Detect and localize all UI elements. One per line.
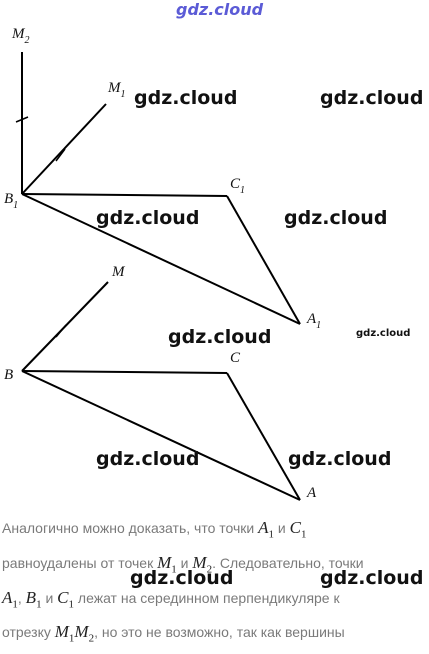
tick-b-m xyxy=(55,324,67,338)
segment-b1-m1 xyxy=(21,103,107,195)
segment-b1-c1 xyxy=(21,193,228,197)
text-line-2: равноудалены от точек M1 и M2. Следовате… xyxy=(2,553,364,576)
segment-b-a xyxy=(21,370,301,501)
label-m: M xyxy=(111,264,126,280)
label-m1: M1 xyxy=(107,80,126,100)
label-a1: A1 xyxy=(306,311,321,331)
segment-b-c xyxy=(21,370,228,374)
label-c: C xyxy=(230,350,241,366)
label-c1: C1 xyxy=(230,176,245,196)
watermark: gdz.cloud xyxy=(288,448,392,470)
watermark-small: gdz.cloud xyxy=(356,328,411,339)
watermark: gdz.cloud xyxy=(168,326,272,348)
watermark: gdz.cloud xyxy=(96,207,200,229)
label-a: A xyxy=(306,485,317,501)
watermark: gdz.cloud xyxy=(284,207,388,229)
watermark: gdz.cloud xyxy=(130,567,234,589)
text-line-3: A1, B1 и C1 лежат на серединном перпенди… xyxy=(2,588,340,611)
watermark: gdz.cloud xyxy=(320,567,424,589)
segment-b1-a1 xyxy=(21,193,301,325)
text-line-4: отрезку M1M2, но это не возможно, так ка… xyxy=(2,622,345,645)
tick-b1-m2 xyxy=(15,116,29,123)
watermark: gdz.cloud xyxy=(96,448,200,470)
watermark-top: gdz.cloud xyxy=(176,0,264,19)
tick-b1-m1 xyxy=(55,148,66,162)
segment-c1-a1 xyxy=(226,195,301,325)
segment-c-a xyxy=(226,372,301,501)
watermark: gdz.cloud xyxy=(134,87,238,109)
label-m2: M2 xyxy=(11,26,30,46)
label-b1: B1 xyxy=(4,191,18,211)
watermark: gdz.cloud xyxy=(320,87,424,109)
label-b: B xyxy=(4,367,13,383)
text-line-1: Аналогично можно доказать, что точки A1 … xyxy=(2,518,307,541)
